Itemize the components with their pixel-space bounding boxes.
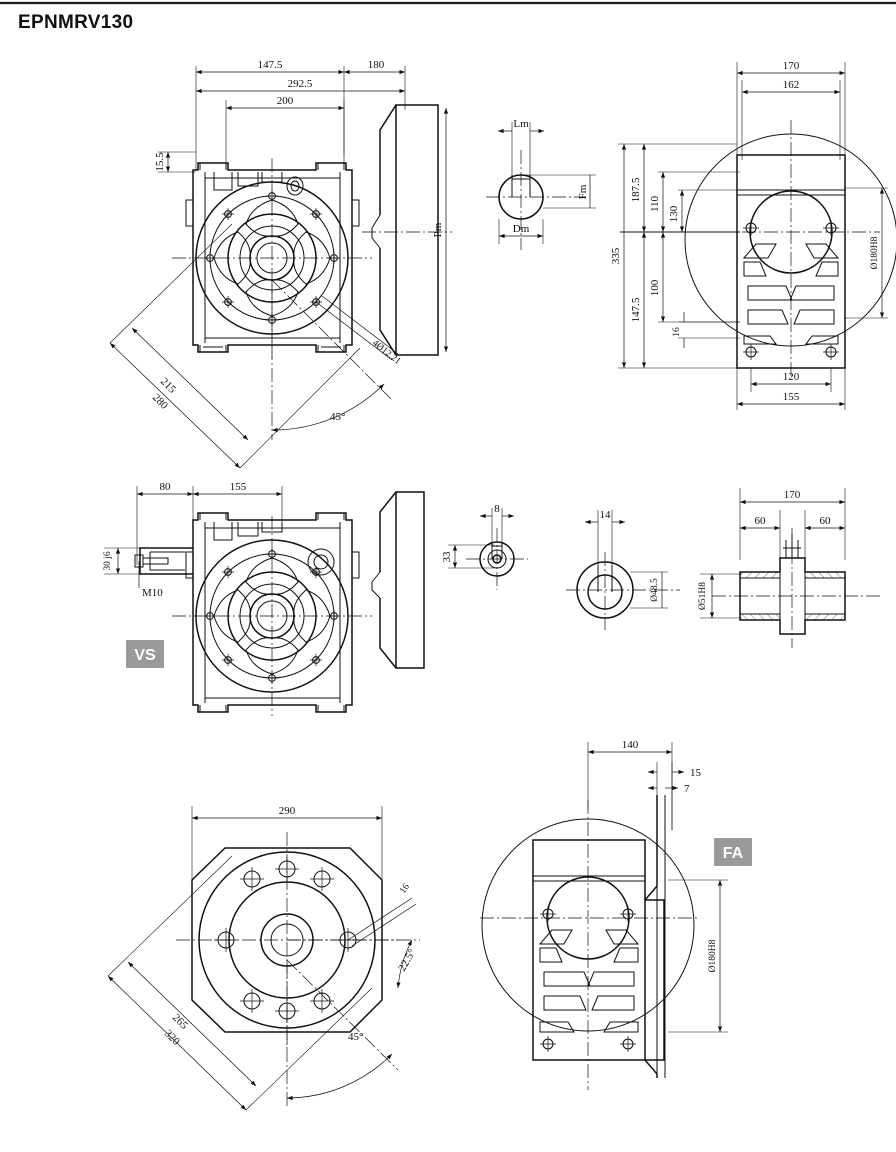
dim-label: 16 [672,327,682,337]
dim-label: M10 [142,587,163,599]
view-mid-left: 80 155 [103,481,425,716]
motor-flange-plate-vs [371,491,425,669]
dim-label: 290 [279,805,296,817]
dimension-187-5: 187.5 [618,143,737,232]
view-bottom-right: 140 15 7 [480,739,752,1090]
dim-label: 120 [783,371,800,383]
dim-label: 60 [755,515,767,527]
motor-flange-plate [362,104,452,356]
dimension-147-5-right: 147.5 [618,232,737,369]
dimension-155-mid: 155 [193,481,283,530]
dimension-7: 7 [648,783,690,795]
dimension-45-degrees-bl: 45° [286,959,399,1108]
dimension-180H8-br: Ø180H8 [668,879,728,1033]
dim-label: 292.5 [288,78,313,90]
housing-internal-fins-br [538,929,640,1033]
dimension-130: 130 [668,189,740,232]
dim-label: 335 [610,247,622,264]
dim-label: 110 [649,195,661,212]
dimension-335: 335 [610,144,627,368]
dimension-200: 200 [225,95,345,170]
view-mid-detail-1: 8 33 [441,503,528,590]
dim-label: 130 [668,205,680,222]
dim-label: 100 [649,279,661,296]
page-title: EPNMRV130 [18,12,133,33]
dim-label: 180 [368,59,385,71]
dim-label: 147.5 [258,59,283,71]
gearbox-body-outline-vs [134,512,360,713]
badge-label: FA [723,845,744,862]
callout-M10: M10 [138,561,163,599]
dimension-30-j6: 30 j6 [103,547,150,575]
dimension-170-mid: 170 [739,488,846,560]
dim-label: Fm [577,184,589,199]
view-mid-detail-2: 14 Ø48.5 [566,509,680,630]
dim-label: 8 [494,503,500,515]
dim-label: 170 [783,60,800,72]
dimension-120: 120 [750,368,832,392]
dim-label: 155 [783,391,800,403]
dimension-8: 8 [480,503,514,545]
flange-plate-br [645,899,665,1061]
badge-vs: VS [126,640,164,668]
dim-label: 33 [441,551,453,563]
dimension-14: 14 [585,509,625,568]
dim-label: Dm [513,223,530,235]
dim-label: 45° [330,411,345,423]
dimension-162: 162 [741,79,841,160]
dim-label: 15.5 [154,152,166,172]
dim-label: 30 j6 [103,551,113,571]
dim-label: 200 [277,95,294,107]
dim-label: 80 [160,481,172,493]
dim-label: Lm [513,118,529,130]
dim-label: 170 [784,489,801,501]
dim-label: 60 [820,515,832,527]
dim-label: 14 [600,509,612,521]
dimension-15-5: 15.5 [154,151,196,173]
dimension-Lm: Lm [498,118,544,178]
dimension-292-5: 292.5 [196,78,405,94]
housing-internal-fins [742,243,840,345]
dimension-110: 110 [649,171,740,232]
dimension-16: 16 [672,312,740,348]
badge-fa: FA [714,838,752,866]
dimension-Fm: Fm [521,174,596,209]
badge-label: VS [134,647,156,664]
dim-label: 7 [684,783,690,795]
dimension-33: 33 [441,544,494,569]
dimension-180H8-right: Ø180H8 [845,187,888,319]
dim-label: 15 [690,767,702,779]
dimension-170-top: 170 [736,60,846,160]
dimension-60-left: 60 [740,510,781,560]
view-top-right: 170 162 [610,60,896,410]
dim-label: 147.5 [630,297,642,322]
dimension-Dm: Dm [498,219,544,244]
output-flange-circle-vs [172,516,372,716]
dim-label: Ø51H8 [698,582,708,610]
dimension-45-degrees: 45° [271,279,393,440]
dim-label: 187.5 [630,177,642,202]
dim-label: 155 [230,481,247,493]
dimension-60-right: 60 [804,510,845,560]
dim-label: Ø180H8 [708,939,718,972]
dim-label: 140 [622,739,639,751]
dim-label: Pm [432,222,444,237]
dim-label: Ø48.5 [650,578,660,602]
dim-label: 45° [348,1031,363,1043]
dimension-155: 155 [736,368,846,410]
dimension-180: 180 [344,59,406,110]
dim-label: 162 [783,79,800,91]
dim-label: Ø180H8 [870,236,880,269]
hollow-shaft-section-body [712,528,880,648]
dimension-Pm: Pm [432,108,449,352]
dimension-51H8: Ø51H8 [698,573,742,619]
view-mid-right: 170 60 60 [698,488,880,648]
view-motor-shaft-detail: Lm Dm Fm [486,118,596,250]
dimension-48-5: Ø48.5 [630,571,668,609]
